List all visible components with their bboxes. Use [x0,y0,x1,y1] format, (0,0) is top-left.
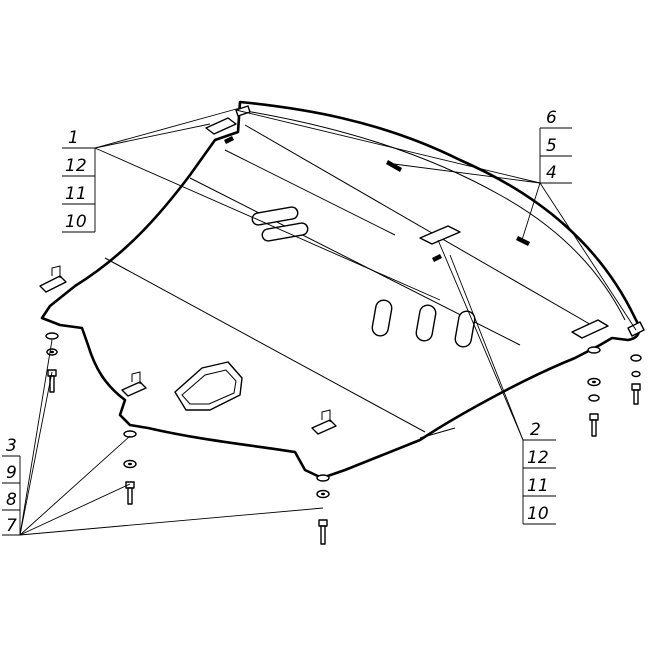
fastener-set [123,430,137,505]
callout-label: 2 [530,420,541,440]
bracket-tab [131,371,141,384]
clip-strip [516,236,530,246]
callout-label: 6 [546,108,557,128]
bolt-head [631,383,641,391]
plate-cutout [174,361,243,411]
bolt-shank [127,487,133,505]
washer [630,354,642,362]
bolt-head [589,413,599,421]
callout-label: 8 [6,490,17,510]
fastener-set [587,346,601,437]
mounting-brackets [39,105,645,435]
callout-label: 4 [546,163,557,183]
oval-hole [415,304,437,342]
plate-fold-line-1 [224,149,396,236]
callout-group-top-left: 1 12 11 10 [62,128,96,233]
bracket-slot [432,254,442,262]
slot-hole [251,206,299,226]
plate-fold-line-5 [419,427,456,439]
callout-label: 3 [6,436,17,456]
fasteners [45,332,642,545]
callout-label: 9 [6,463,17,483]
plate-fold-line-2 [244,124,601,331]
bracket [205,117,237,135]
callout-label: 5 [546,136,557,156]
callout-label: 12 [527,448,549,468]
bolt-shank [591,419,597,437]
washer-hole [128,462,132,466]
bracket-slot [224,136,234,144]
leader-lines [19,107,637,536]
bolt-shank [320,525,326,545]
bolt-shank [633,389,639,405]
callout-label: 1 [68,128,79,148]
plate-outline [40,100,641,480]
fastener-set [316,474,330,545]
washer [587,346,601,354]
washer-hole [592,380,596,384]
callout-label: 7 [6,516,17,536]
washer-hole [321,492,325,496]
washer-hole [50,350,54,354]
bracket [311,419,337,435]
oval-hole [371,299,393,337]
clip-bracket [235,105,251,117]
bracket [39,275,67,293]
callout-group-bottom-left: 3 9 8 7 [2,436,21,536]
plate-flange-edge [239,109,626,321]
clip-bracket [627,321,645,337]
callout-label: 11 [65,184,87,204]
bolt-head [318,519,328,527]
bracket-tab [51,265,61,278]
washer [45,332,59,340]
washer [588,394,600,402]
callout-label: 12 [65,156,87,176]
callout-label: 11 [527,476,549,496]
callout-label: 10 [527,504,549,524]
skid-plate [40,100,641,480]
bracket [571,319,609,339]
clip-strip [386,160,402,172]
callout-group-top-right: 6 5 4 [539,108,572,184]
callout-group-bottom-right: 2 12 11 10 [522,420,556,525]
washer [631,370,641,378]
fastener-set [630,354,642,405]
washer [316,474,330,482]
washer [123,430,137,438]
bracket [121,381,147,397]
plate-fold-line-3 [104,257,426,433]
bracket-tab [321,409,331,422]
callout-label: 10 [65,212,87,232]
plate-cutout-inner [181,369,237,405]
bracket [419,225,461,245]
